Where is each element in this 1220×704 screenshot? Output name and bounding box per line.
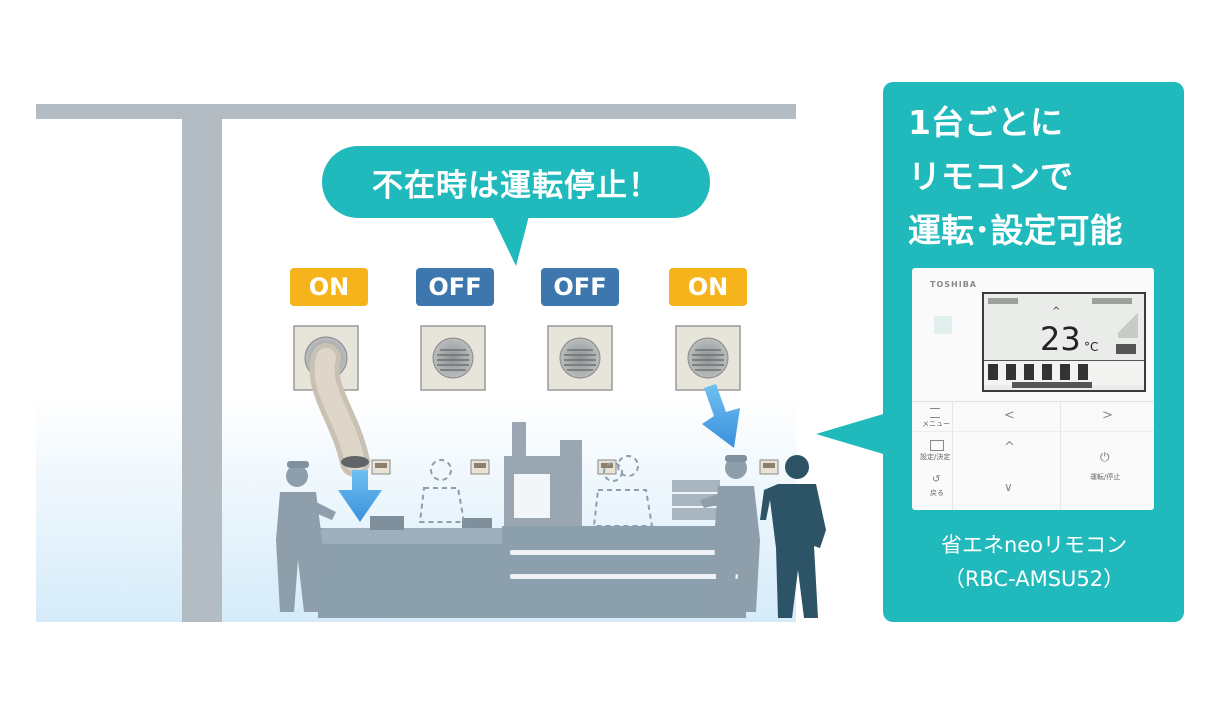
- power-button-label: 運転/停止: [1090, 473, 1121, 481]
- power-icon[interactable]: ⏻: [1100, 450, 1110, 464]
- ac-unit-4: [675, 325, 741, 391]
- down-arrow-button[interactable]: ∨: [1004, 480, 1013, 494]
- menu-icon[interactable]: [930, 408, 940, 418]
- column: [182, 119, 222, 622]
- unit-2-state-badge: OFF: [416, 268, 494, 306]
- remote-lcd: ^ 23 °C: [982, 292, 1146, 392]
- temp-up-icon: ^: [1052, 306, 1061, 317]
- unit-1-state-badge: ON: [290, 268, 368, 306]
- speech-bubble-text: 不在時は運転停止！: [372, 167, 660, 204]
- staff-right: [700, 455, 760, 612]
- mode-icons: [988, 364, 1092, 380]
- unit-3-state-badge: OFF: [541, 268, 619, 306]
- set-icon[interactable]: [930, 440, 944, 451]
- product-caption: 省エネneoリモコン （RBC-AMSU52）: [890, 528, 1178, 596]
- up-arrow-button[interactable]: ^: [1004, 440, 1015, 455]
- ac-unit-2: [420, 325, 486, 391]
- remote-brand: TOSHIBA: [930, 280, 977, 289]
- panel-title-line-2: リモコンで: [908, 157, 1073, 196]
- left-arrow-button[interactable]: <: [1004, 408, 1015, 423]
- remote-temperature: 23: [1040, 320, 1081, 358]
- airflow-arrow-1: [338, 470, 382, 522]
- set-button-label: 設定/決定: [920, 453, 951, 461]
- product-name: 省エネneoリモコン: [940, 533, 1128, 557]
- airflow-arrow-2: [702, 384, 740, 448]
- product-model: （RBC-AMSU52）: [943, 567, 1125, 591]
- right-arrow-button[interactable]: >: [1102, 408, 1113, 423]
- remote-temp-unit: °C: [1084, 340, 1099, 354]
- back-button-label: 戻る: [930, 489, 944, 497]
- sensor-window: [934, 316, 952, 334]
- wall-remotes: [371, 459, 779, 475]
- panel-title-line-3: 運転･設定可能: [908, 211, 1123, 250]
- ceiling-beam: [36, 104, 796, 119]
- staff-dashed-1: [418, 459, 466, 523]
- remote-controller: TOSHIBA ^ 23 °C メニュー < > 設定/決定 ^ ⏻ 運転/停止…: [912, 268, 1154, 510]
- panel-pointer: [816, 412, 890, 456]
- ac-unit-3: [547, 325, 613, 391]
- customer-silhouette: [760, 455, 826, 618]
- staff-dashed-2: [592, 455, 654, 527]
- panel-title: 1台ごとに リモコンで 運転･設定可能: [908, 96, 1178, 258]
- staff-left: [276, 461, 336, 612]
- menu-button-label: メニュー: [922, 420, 950, 428]
- level-bars-icon: [1118, 308, 1138, 338]
- store-counters: [318, 422, 746, 618]
- unit-4-state-badge: ON: [669, 268, 747, 306]
- eco-icon: [1116, 344, 1136, 354]
- speech-bubble: [322, 146, 710, 266]
- panel-title-line-1: 1台ごとに: [908, 103, 1063, 142]
- back-icon[interactable]: ↺: [932, 474, 941, 485]
